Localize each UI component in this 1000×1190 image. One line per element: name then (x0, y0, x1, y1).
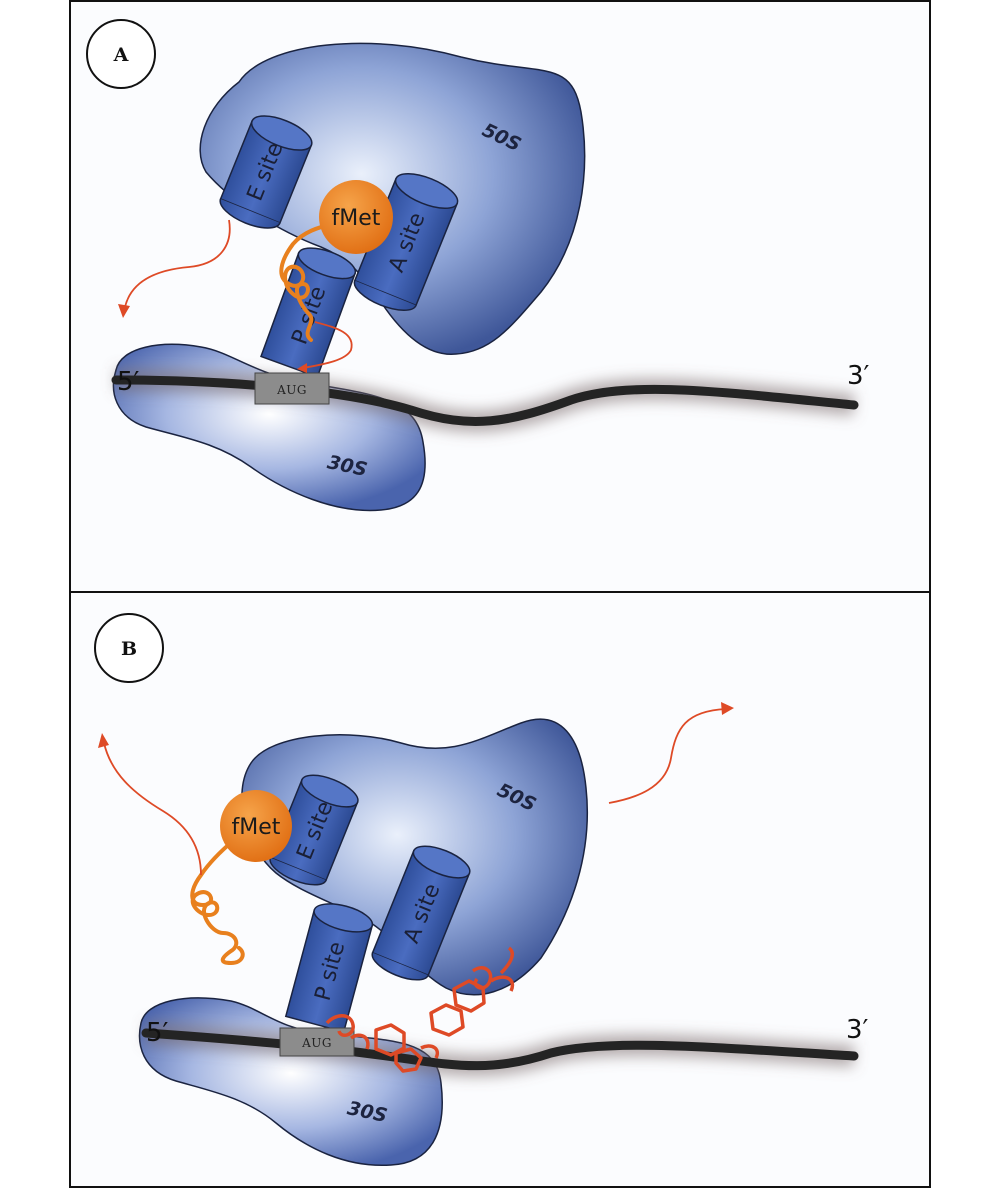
panel-a-diagram: A 50S 30S E site A site (86, 19, 870, 512)
panel-b-diagram: B 50S 30S E site A site (94, 613, 869, 1167)
fmet-label: fMet (232, 815, 281, 840)
three-prime-label: 3′ (847, 361, 870, 391)
arrowhead (118, 304, 130, 318)
fmet-ligand: fMet (220, 790, 292, 862)
three-prime-label: 3′ (846, 1015, 869, 1045)
p-site-curved-arrow (302, 321, 353, 369)
arrowhead (721, 702, 734, 715)
trna-exit-arrow (103, 742, 202, 876)
five-prime-label: 5′ (146, 1018, 169, 1048)
aug-codon-box: AUG (254, 372, 330, 405)
five-prime-label: 5′ (117, 367, 140, 397)
trna-strand (190, 838, 245, 965)
fmet-label: fMet (332, 206, 381, 231)
panel-a: A 50S 30S E site A site (69, 0, 931, 593)
panel-b: B 50S 30S E site A site (69, 591, 931, 1188)
a-site: A site (371, 845, 471, 981)
arrowhead (297, 363, 307, 373)
panel-a-label-badge: A (86, 19, 156, 89)
p-site: P site (284, 903, 374, 1033)
fmet-ligand: fMet (319, 180, 393, 254)
aug-codon-label: AUG (301, 1036, 332, 1050)
peptide-chain (325, 946, 515, 1073)
e-site: E site (269, 774, 359, 886)
e-site: E site (219, 115, 313, 229)
arrowhead (98, 733, 109, 748)
panel-a-label: A (113, 44, 129, 66)
trna-strand (279, 222, 335, 342)
small-subunit-30s (138, 997, 443, 1167)
ribosome-figure: A 50S 30S E site A site (69, 0, 931, 1188)
aug-codon-label: AUG (276, 383, 307, 397)
panel-b-label: B (121, 638, 137, 660)
e-site-exit-arrow (124, 219, 231, 308)
aug-codon-box: AUG (279, 1027, 355, 1057)
small-subunit-30s (112, 343, 426, 512)
subunit-dissociation-arrow (608, 708, 727, 804)
panel-b-label-badge: B (94, 613, 164, 683)
